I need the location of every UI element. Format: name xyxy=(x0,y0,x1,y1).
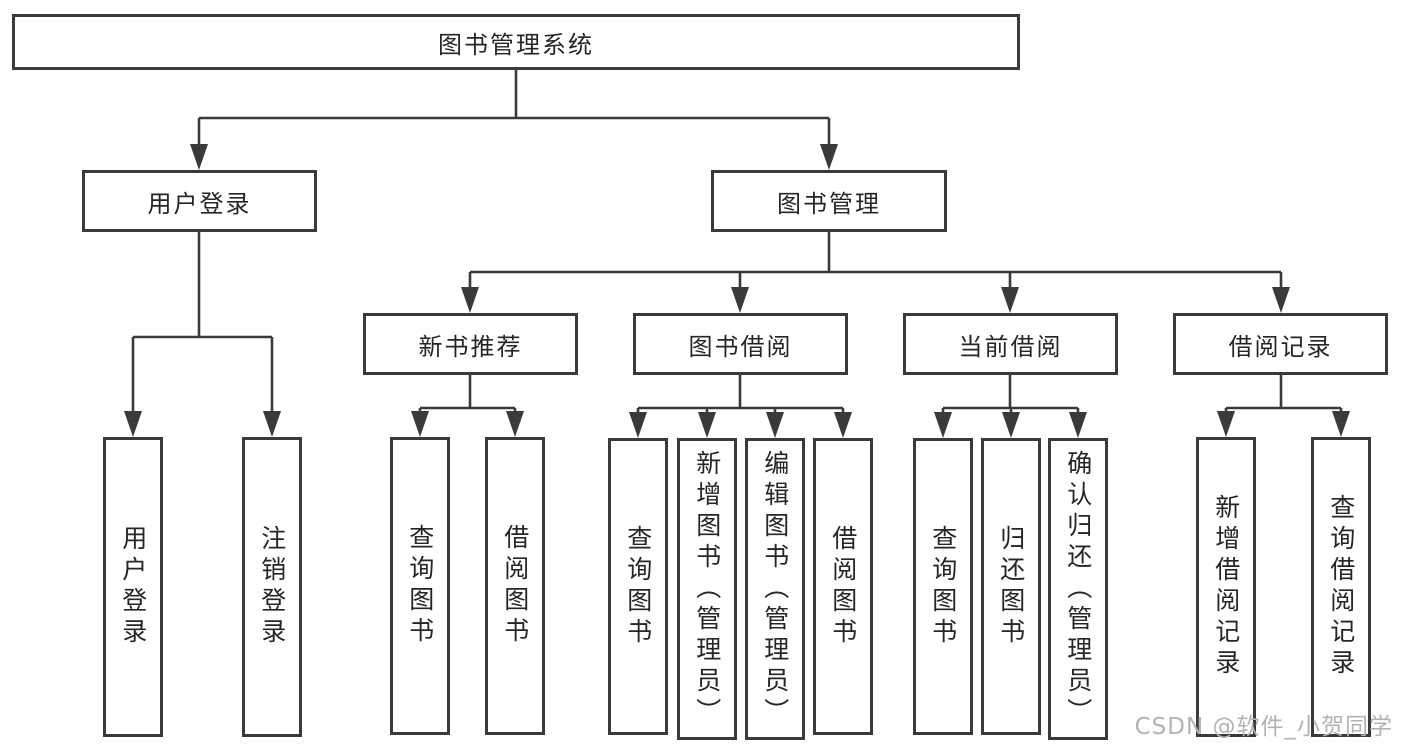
node-bb-query: 查询图书 xyxy=(608,438,668,735)
node-logout: 注销登录 xyxy=(242,437,302,737)
node-cb-query: 查询图书 xyxy=(913,438,973,735)
node-nb-query: 查询图书 xyxy=(390,437,450,735)
node-borrow-records: 借阅记录 xyxy=(1173,313,1388,375)
node-book-borrow: 图书借阅 xyxy=(633,313,848,375)
node-user-login-group: 用户登录 xyxy=(82,170,317,232)
node-cb-return: 归还图书 xyxy=(981,438,1041,735)
node-nb-borrow: 借阅图书 xyxy=(485,437,545,735)
node-br-query: 查询借阅记录 xyxy=(1311,437,1371,737)
node-br-add: 新增借阅记录 xyxy=(1196,437,1256,737)
node-bb-add: 新增图书（管理员） xyxy=(677,438,737,740)
node-user-login: 用户登录 xyxy=(103,437,163,737)
node-cb-confirm: 确认归还（管理员） xyxy=(1048,438,1108,740)
node-new-book-rec: 新书推荐 xyxy=(363,313,578,375)
node-system: 图书管理系统 xyxy=(12,14,1020,70)
node-bb-borrow: 借阅图书 xyxy=(813,438,873,735)
watermark: CSDN @软件_小贺同学 xyxy=(1134,714,1393,740)
node-bb-edit: 编辑图书（管理员） xyxy=(745,438,805,740)
node-book-mgmt: 图书管理 xyxy=(711,170,947,232)
node-current-borrow: 当前借阅 xyxy=(903,313,1118,375)
